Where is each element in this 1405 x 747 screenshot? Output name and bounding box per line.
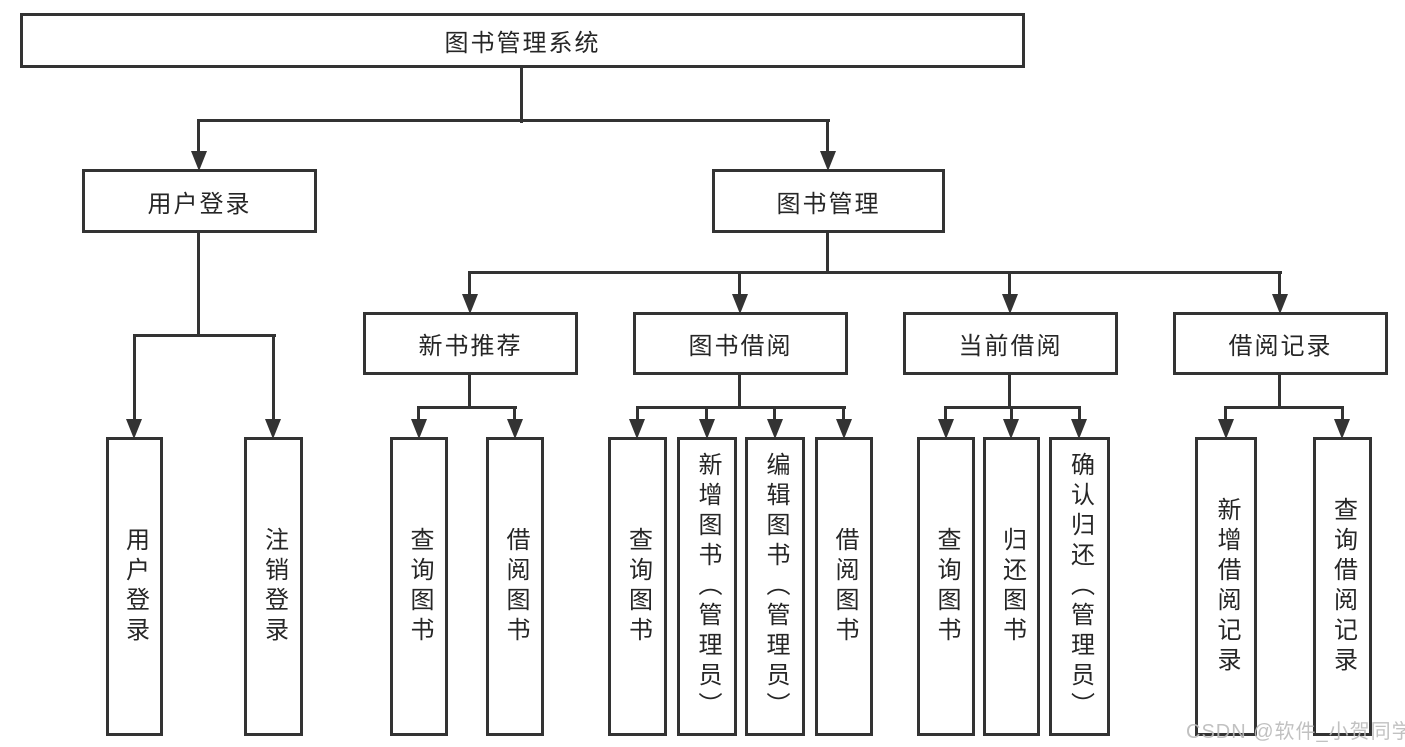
- arrow-shaft: [1341, 407, 1344, 423]
- arrow-shaft: [738, 272, 741, 298]
- arrowhead-icon: [938, 419, 954, 439]
- arrow-shaft: [636, 407, 639, 423]
- connector-vline: [826, 233, 829, 274]
- connector-vline: [1008, 375, 1011, 409]
- leaf-add-borrow-record: 新增借阅记录: [1195, 437, 1257, 736]
- arrow-shaft: [133, 335, 136, 423]
- arrow-shaft: [944, 407, 947, 423]
- node-new-book-recommend-label: 新书推荐: [418, 333, 523, 360]
- leaf-query-books-current-label: 查询图书: [933, 526, 960, 647]
- leaf-edit-book-admin-label: 编辑图书（管理员）: [762, 451, 789, 722]
- connector-vline: [197, 233, 200, 337]
- connector-vline: [520, 68, 523, 123]
- leaf-query-borrow-record: 查询借阅记录: [1313, 437, 1372, 736]
- node-book-borrowing-label: 图书借阅: [688, 333, 793, 360]
- leaf-add-book-admin-label: 新增图书（管理员）: [694, 451, 721, 722]
- arrow-shaft: [513, 407, 516, 423]
- leaf-add-book-admin: 新增图书（管理员）: [677, 437, 737, 736]
- node-user-login-label: 用户登录: [147, 190, 252, 218]
- arrow-shaft: [826, 121, 829, 155]
- arrowhead-icon: [629, 419, 645, 439]
- leaf-user-login: 用户登录: [106, 437, 163, 736]
- connector-vline: [468, 375, 471, 409]
- leaf-confirm-return-admin-label: 确认归还（管理员）: [1066, 451, 1094, 722]
- arrowhead-icon: [1003, 419, 1019, 439]
- node-current-borrowing-label: 当前借阅: [958, 333, 1063, 360]
- leaf-query-books-current: 查询图书: [917, 437, 975, 736]
- leaf-edit-book-admin: 编辑图书（管理员）: [745, 437, 805, 736]
- arrow-shaft: [842, 407, 845, 423]
- arrow-shaft: [272, 335, 275, 423]
- arrow-shaft: [1278, 272, 1281, 298]
- arrowhead-icon: [1272, 294, 1288, 314]
- node-new-book-recommend: 新书推荐: [363, 312, 578, 375]
- connector-hline: [636, 406, 846, 409]
- leaf-confirm-return-admin: 确认归还（管理员）: [1049, 437, 1110, 736]
- arrowhead-icon: [1218, 419, 1234, 439]
- arrowhead-icon: [1071, 419, 1087, 439]
- leaf-borrow-books-borrowing-label: 借阅图书: [831, 526, 858, 647]
- arrowhead-icon: [1334, 419, 1350, 439]
- leaf-return-books: 归还图书: [983, 437, 1040, 736]
- leaf-query-books-recommend: 查询图书: [390, 437, 448, 736]
- arrowhead-icon: [1002, 294, 1018, 314]
- leaf-query-books-borrowing-label: 查询图书: [624, 526, 652, 647]
- arrowhead-icon: [820, 151, 836, 171]
- connector-vline: [738, 375, 741, 409]
- node-user-login: 用户登录: [82, 169, 317, 233]
- connector-hline: [197, 119, 830, 122]
- node-current-borrowing: 当前借阅: [903, 312, 1118, 375]
- arrow-shaft: [705, 407, 708, 423]
- arrowhead-icon: [767, 419, 783, 439]
- arrowhead-icon: [507, 419, 523, 439]
- leaf-return-books-label: 归还图书: [998, 526, 1026, 647]
- arrow-shaft: [417, 407, 420, 423]
- node-book-management-label: 图书管理: [776, 190, 881, 218]
- connector-hline: [417, 406, 517, 409]
- connector-hline: [468, 271, 1282, 274]
- node-root-label: 图书管理系统: [444, 30, 601, 57]
- node-book-management: 图书管理: [712, 169, 945, 233]
- leaf-borrow-books-recommend-label: 借阅图书: [502, 526, 529, 647]
- arrow-shaft: [468, 272, 471, 298]
- arrow-shaft: [1008, 272, 1011, 298]
- arrowhead-icon: [191, 151, 207, 171]
- node-borrow-records-label: 借阅记录: [1228, 333, 1333, 360]
- arrow-shaft: [1078, 407, 1081, 423]
- arrowhead-icon: [411, 419, 427, 439]
- connector-vline: [1278, 375, 1281, 409]
- node-borrow-records: 借阅记录: [1173, 312, 1388, 375]
- arrow-shaft: [773, 407, 776, 423]
- leaf-query-books-recommend-label: 查询图书: [406, 526, 433, 647]
- arrowhead-icon: [699, 419, 715, 439]
- csdn-watermark: CSDN @软件_小贺同学: [1186, 721, 1405, 743]
- leaf-query-borrow-record-label: 查询借阅记录: [1329, 496, 1357, 677]
- leaf-borrow-books-borrowing: 借阅图书: [815, 437, 873, 736]
- arrowhead-icon: [462, 294, 478, 314]
- leaf-borrow-books-recommend: 借阅图书: [486, 437, 544, 736]
- leaf-add-borrow-record-label: 新增借阅记录: [1213, 496, 1240, 677]
- connector-hline: [1224, 406, 1344, 409]
- leaf-query-books-borrowing: 查询图书: [608, 437, 667, 736]
- leaf-user-login-label: 用户登录: [121, 526, 149, 647]
- arrow-shaft: [1224, 407, 1227, 423]
- arrow-shaft: [197, 121, 200, 155]
- arrow-shaft: [1010, 407, 1013, 423]
- leaf-logout: 注销登录: [244, 437, 303, 736]
- leaf-logout-label: 注销登录: [260, 526, 288, 647]
- arrowhead-icon: [265, 419, 281, 439]
- arrowhead-icon: [126, 419, 142, 439]
- node-book-borrowing: 图书借阅: [633, 312, 848, 375]
- node-root: 图书管理系统: [20, 13, 1025, 68]
- arrowhead-icon: [836, 419, 852, 439]
- arrowhead-icon: [732, 294, 748, 314]
- connector-hline: [133, 334, 276, 337]
